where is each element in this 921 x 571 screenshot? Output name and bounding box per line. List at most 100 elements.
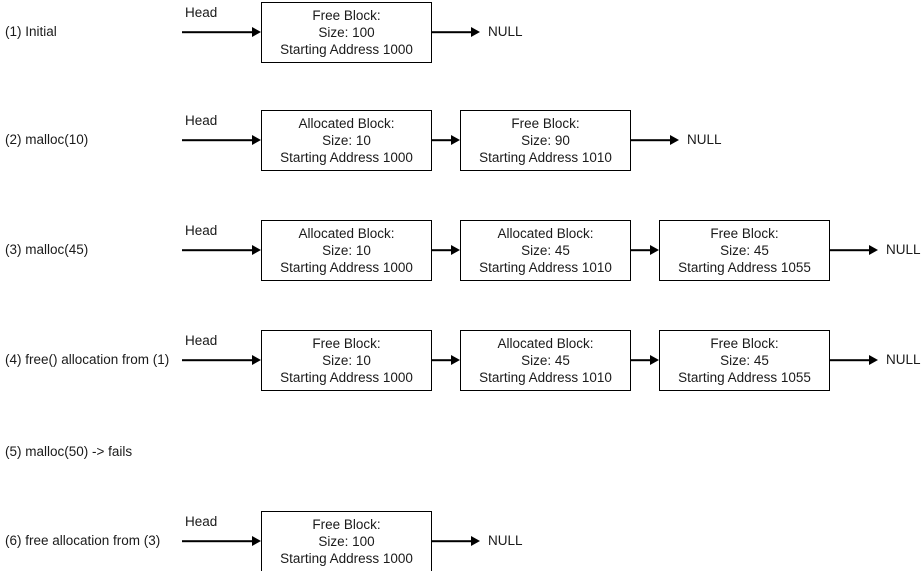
arrow-head-icon bbox=[252, 135, 261, 145]
block-address: Starting Address 1055 bbox=[678, 369, 811, 385]
null-label-2: NULL bbox=[687, 132, 722, 147]
link-arrow-4-2 bbox=[631, 354, 659, 366]
block-size: Size: 45 bbox=[521, 242, 570, 258]
head-arrow-2 bbox=[182, 134, 261, 146]
arrow-shaft bbox=[432, 139, 453, 141]
head-label-3: Head bbox=[185, 223, 218, 238]
link-arrow-3-1 bbox=[432, 244, 460, 256]
block-address: Starting Address 1010 bbox=[479, 149, 612, 165]
block-type: Allocated Block: bbox=[298, 225, 395, 241]
block-size: Size: 45 bbox=[720, 352, 769, 368]
block-type: Allocated Block: bbox=[497, 225, 594, 241]
block-type: Allocated Block: bbox=[497, 335, 594, 351]
block-type: Free Block: bbox=[312, 335, 381, 351]
block-size: Size: 90 bbox=[521, 132, 570, 148]
null-arrow-1 bbox=[432, 26, 480, 38]
head-label-1: Head bbox=[185, 5, 218, 20]
arrow-shaft bbox=[432, 540, 473, 542]
null-label-1: NULL bbox=[488, 24, 523, 39]
arrow-head-icon bbox=[869, 355, 878, 365]
head-label-6: Head bbox=[185, 514, 218, 529]
arrow-shaft bbox=[830, 249, 871, 251]
head-arrow-3 bbox=[182, 244, 261, 256]
null-arrow-3 bbox=[830, 244, 878, 256]
step-label-5: (5) malloc(50) -> fails bbox=[5, 444, 133, 459]
arrow-shaft bbox=[631, 249, 652, 251]
step-label-4: (4) free() allocation from (1) bbox=[5, 352, 170, 367]
arrow-shaft bbox=[631, 359, 652, 361]
head-arrow-6 bbox=[182, 535, 261, 547]
block-address: Starting Address 1000 bbox=[280, 149, 413, 165]
head-label-4: Head bbox=[185, 333, 218, 348]
null-label-4: NULL bbox=[886, 352, 921, 367]
arrow-head-icon bbox=[670, 135, 679, 145]
arrow-head-icon bbox=[252, 355, 261, 365]
block-type: Free Block: bbox=[710, 225, 779, 241]
arrow-shaft bbox=[830, 359, 871, 361]
block-address: Starting Address 1010 bbox=[479, 369, 612, 385]
head-arrow-4 bbox=[182, 354, 261, 366]
arrow-head-icon bbox=[252, 27, 261, 37]
step-label-6: (6) free allocation from (3) bbox=[5, 533, 161, 548]
arrow-head-icon bbox=[869, 245, 878, 255]
block-size: Size: 10 bbox=[322, 132, 371, 148]
block-type: Free Block: bbox=[710, 335, 779, 351]
arrow-shaft bbox=[432, 31, 473, 33]
block-size: Size: 100 bbox=[318, 533, 375, 549]
block-size: Size: 45 bbox=[720, 242, 769, 258]
arrow-head-icon bbox=[650, 355, 659, 365]
null-arrow-6 bbox=[432, 535, 480, 547]
block-type: Allocated Block: bbox=[298, 115, 395, 131]
block-address: Starting Address 1055 bbox=[678, 259, 811, 275]
arrow-head-icon bbox=[471, 27, 480, 37]
block-address: Starting Address 1000 bbox=[280, 550, 413, 566]
arrow-shaft bbox=[182, 31, 254, 33]
link-arrow-2-1 bbox=[432, 134, 460, 146]
block-type: Free Block: bbox=[312, 516, 381, 532]
arrow-shaft bbox=[432, 359, 453, 361]
arrow-head-icon bbox=[451, 245, 460, 255]
block-address: Starting Address 1000 bbox=[280, 369, 413, 385]
block-size: Size: 100 bbox=[318, 24, 375, 40]
arrow-shaft bbox=[182, 540, 254, 542]
block-type: Free Block: bbox=[312, 7, 381, 23]
null-arrow-4 bbox=[830, 354, 878, 366]
arrow-head-icon bbox=[471, 536, 480, 546]
arrow-head-icon bbox=[252, 245, 261, 255]
arrow-shaft bbox=[182, 139, 254, 141]
block-address: Starting Address 1010 bbox=[479, 259, 612, 275]
arrow-head-icon bbox=[252, 536, 261, 546]
arrow-shaft bbox=[432, 249, 453, 251]
arrow-shaft bbox=[182, 249, 254, 251]
arrow-shaft bbox=[182, 359, 254, 361]
head-label-2: Head bbox=[185, 113, 218, 128]
block-address: Starting Address 1000 bbox=[280, 259, 413, 275]
link-arrow-3-2 bbox=[631, 244, 659, 256]
link-arrow-4-1 bbox=[432, 354, 460, 366]
block-size: Size: 10 bbox=[322, 352, 371, 368]
step-label-1: (1) Initial bbox=[5, 24, 57, 39]
null-label-6: NULL bbox=[488, 533, 523, 548]
block-size: Size: 10 bbox=[322, 242, 371, 258]
head-arrow-1 bbox=[182, 26, 261, 38]
arrow-shaft bbox=[631, 139, 672, 141]
block-type: Free Block: bbox=[511, 115, 580, 131]
null-label-3: NULL bbox=[886, 242, 921, 257]
step-label-3: (3) malloc(45) bbox=[5, 242, 89, 257]
null-arrow-2 bbox=[631, 134, 679, 146]
arrow-head-icon bbox=[650, 245, 659, 255]
block-address: Starting Address 1000 bbox=[280, 41, 413, 57]
arrow-head-icon bbox=[451, 135, 460, 145]
arrow-head-icon bbox=[451, 355, 460, 365]
block-size: Size: 45 bbox=[521, 352, 570, 368]
